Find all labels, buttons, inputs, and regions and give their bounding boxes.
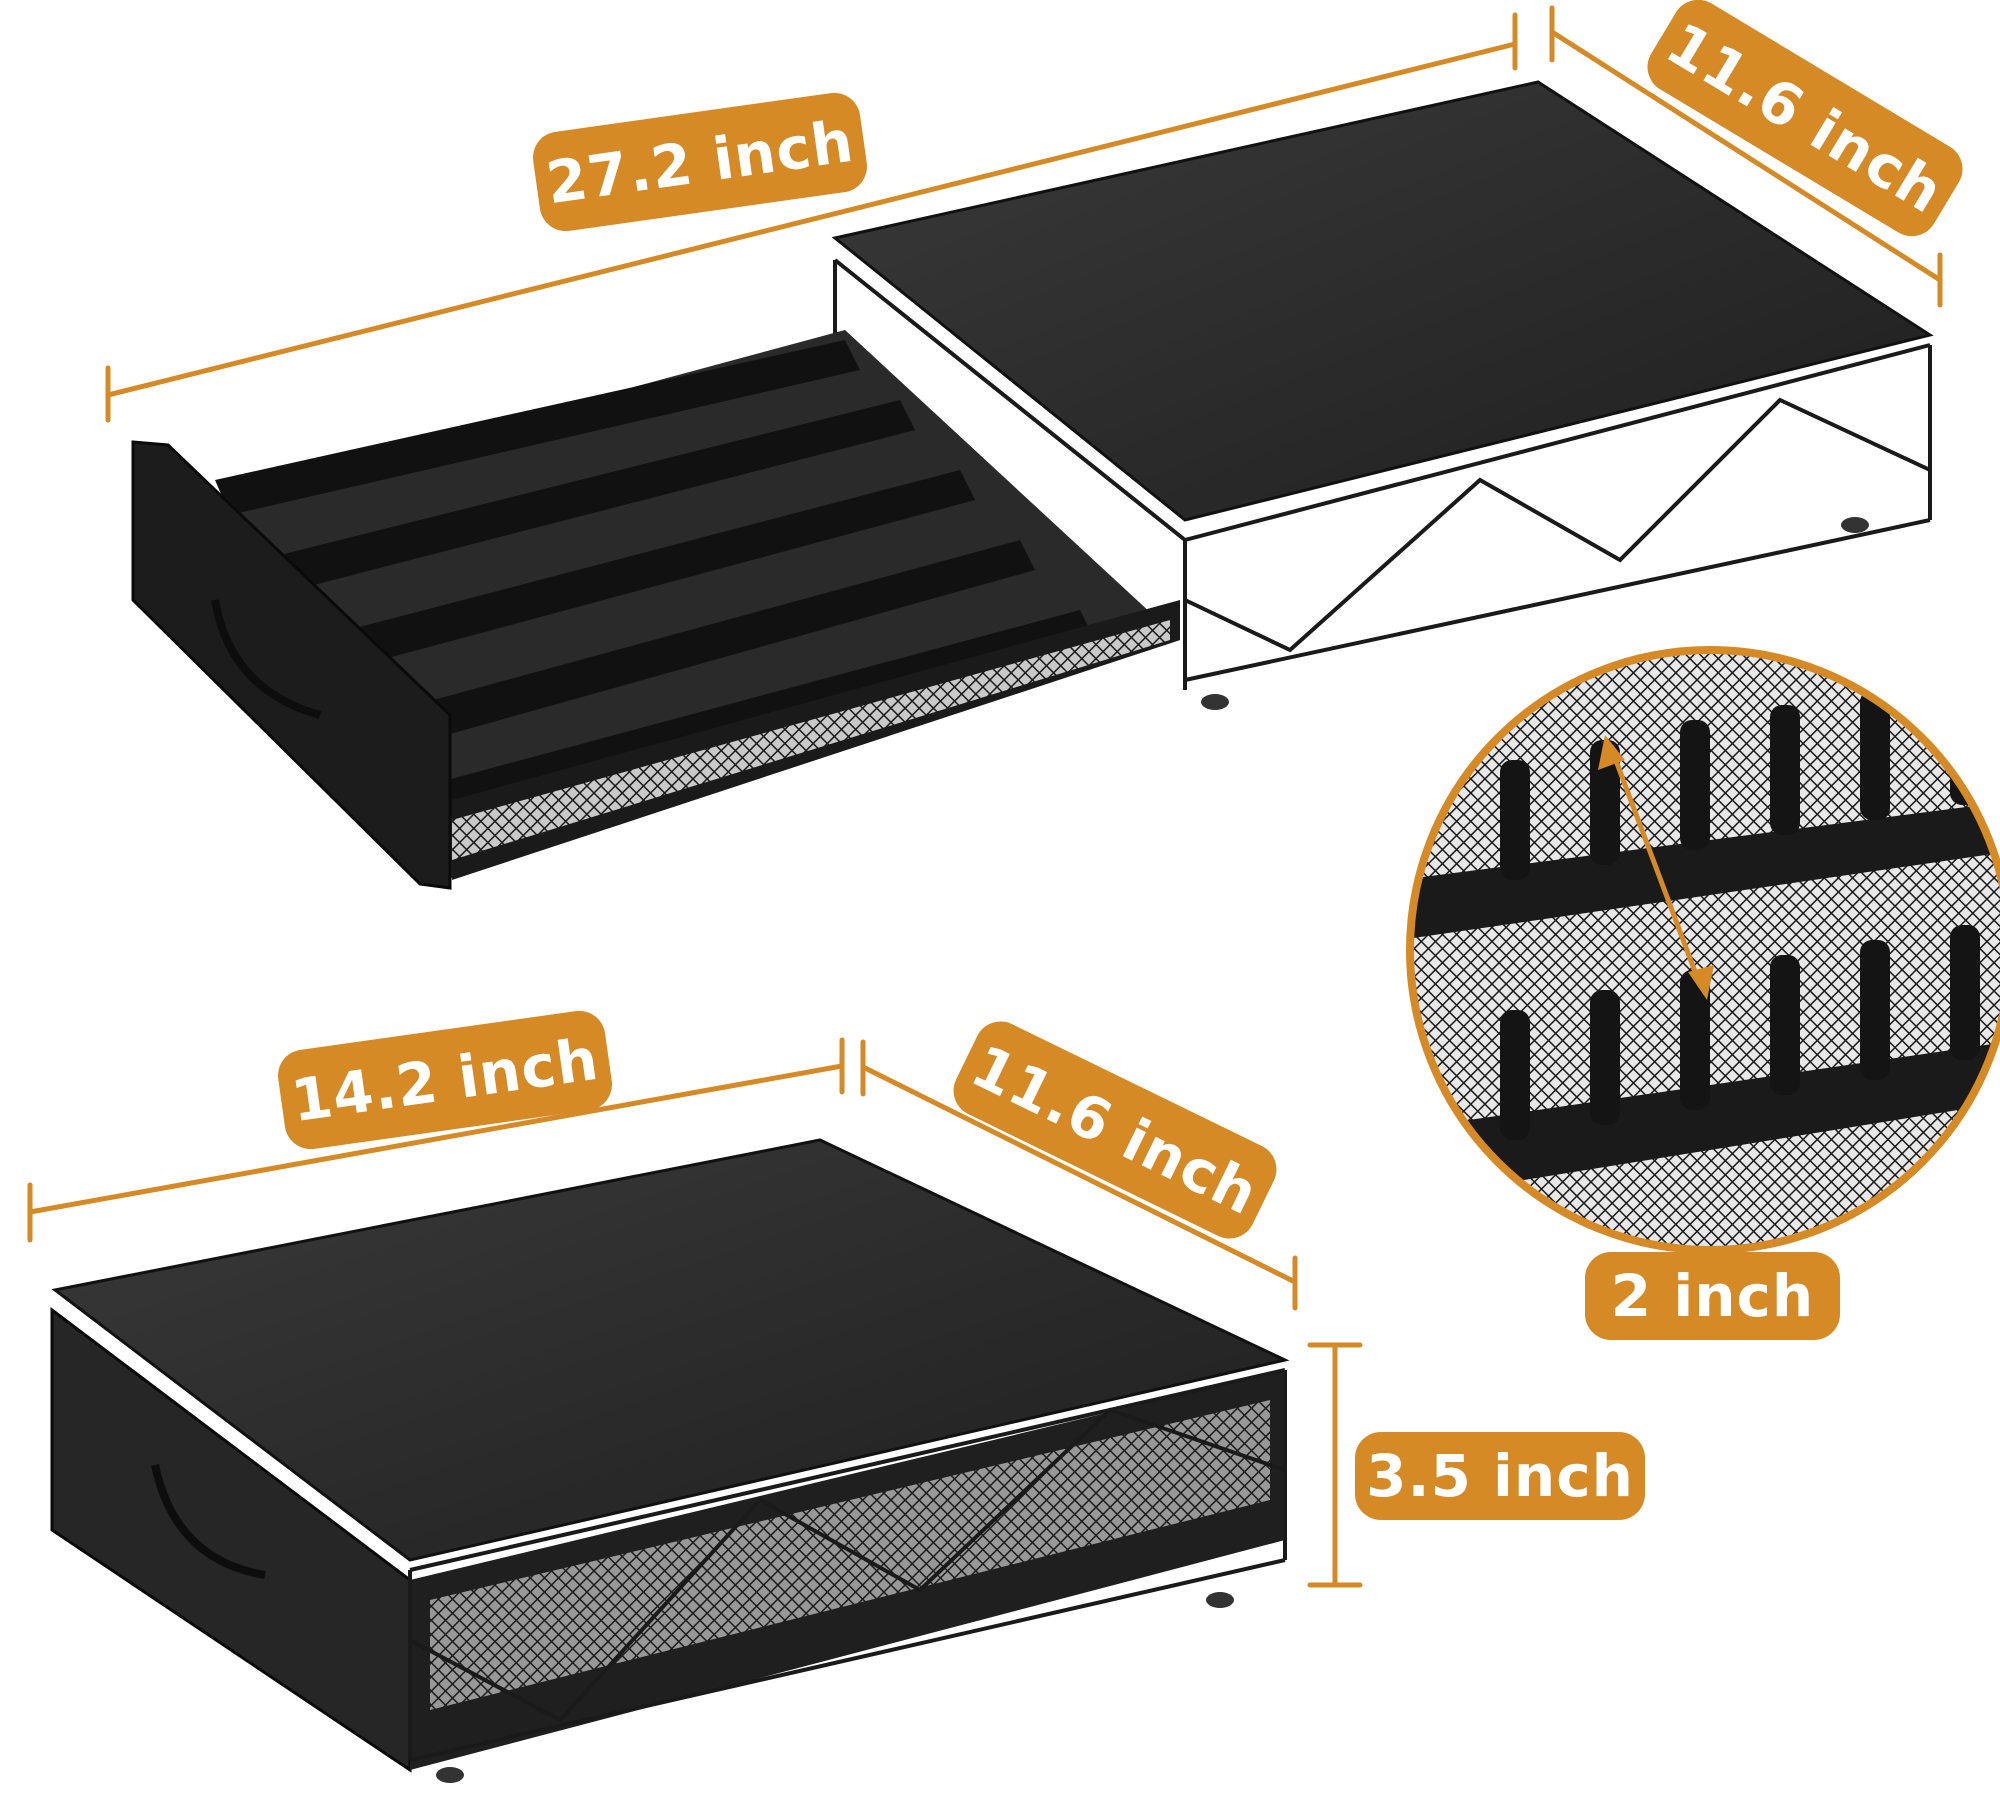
closed-drawer-product bbox=[50, 1138, 1290, 1783]
closed-stand-top-plate bbox=[51, 1138, 1290, 1562]
label-slot-spacing: 2 inch bbox=[1585, 1252, 1840, 1340]
drawer-handle bbox=[211, 599, 322, 719]
slot-spacing-arrow bbox=[1598, 735, 1714, 1000]
closed-drawer-handle bbox=[151, 1464, 266, 1579]
label-height: 3.5 inch bbox=[1355, 1432, 1645, 1520]
stand-foot bbox=[1841, 517, 1869, 533]
closed-stand-foot bbox=[1206, 1592, 1234, 1608]
drawer-tray-floor bbox=[215, 330, 1180, 880]
drawer-front-panel bbox=[131, 440, 452, 890]
closed-stand-foot bbox=[436, 1767, 464, 1783]
closed-stand-wire-frame bbox=[408, 1368, 1287, 1762]
dimension-lines bbox=[27, 5, 1943, 1588]
stand-foot bbox=[1201, 694, 1229, 710]
stand-top-plate bbox=[831, 80, 1934, 522]
drawer-slot-rails bbox=[215, 340, 1180, 880]
slot-zoom-inset bbox=[1406, 646, 2000, 1254]
stand-wire-frame bbox=[833, 258, 1932, 690]
open-drawer-product bbox=[131, 80, 1934, 890]
